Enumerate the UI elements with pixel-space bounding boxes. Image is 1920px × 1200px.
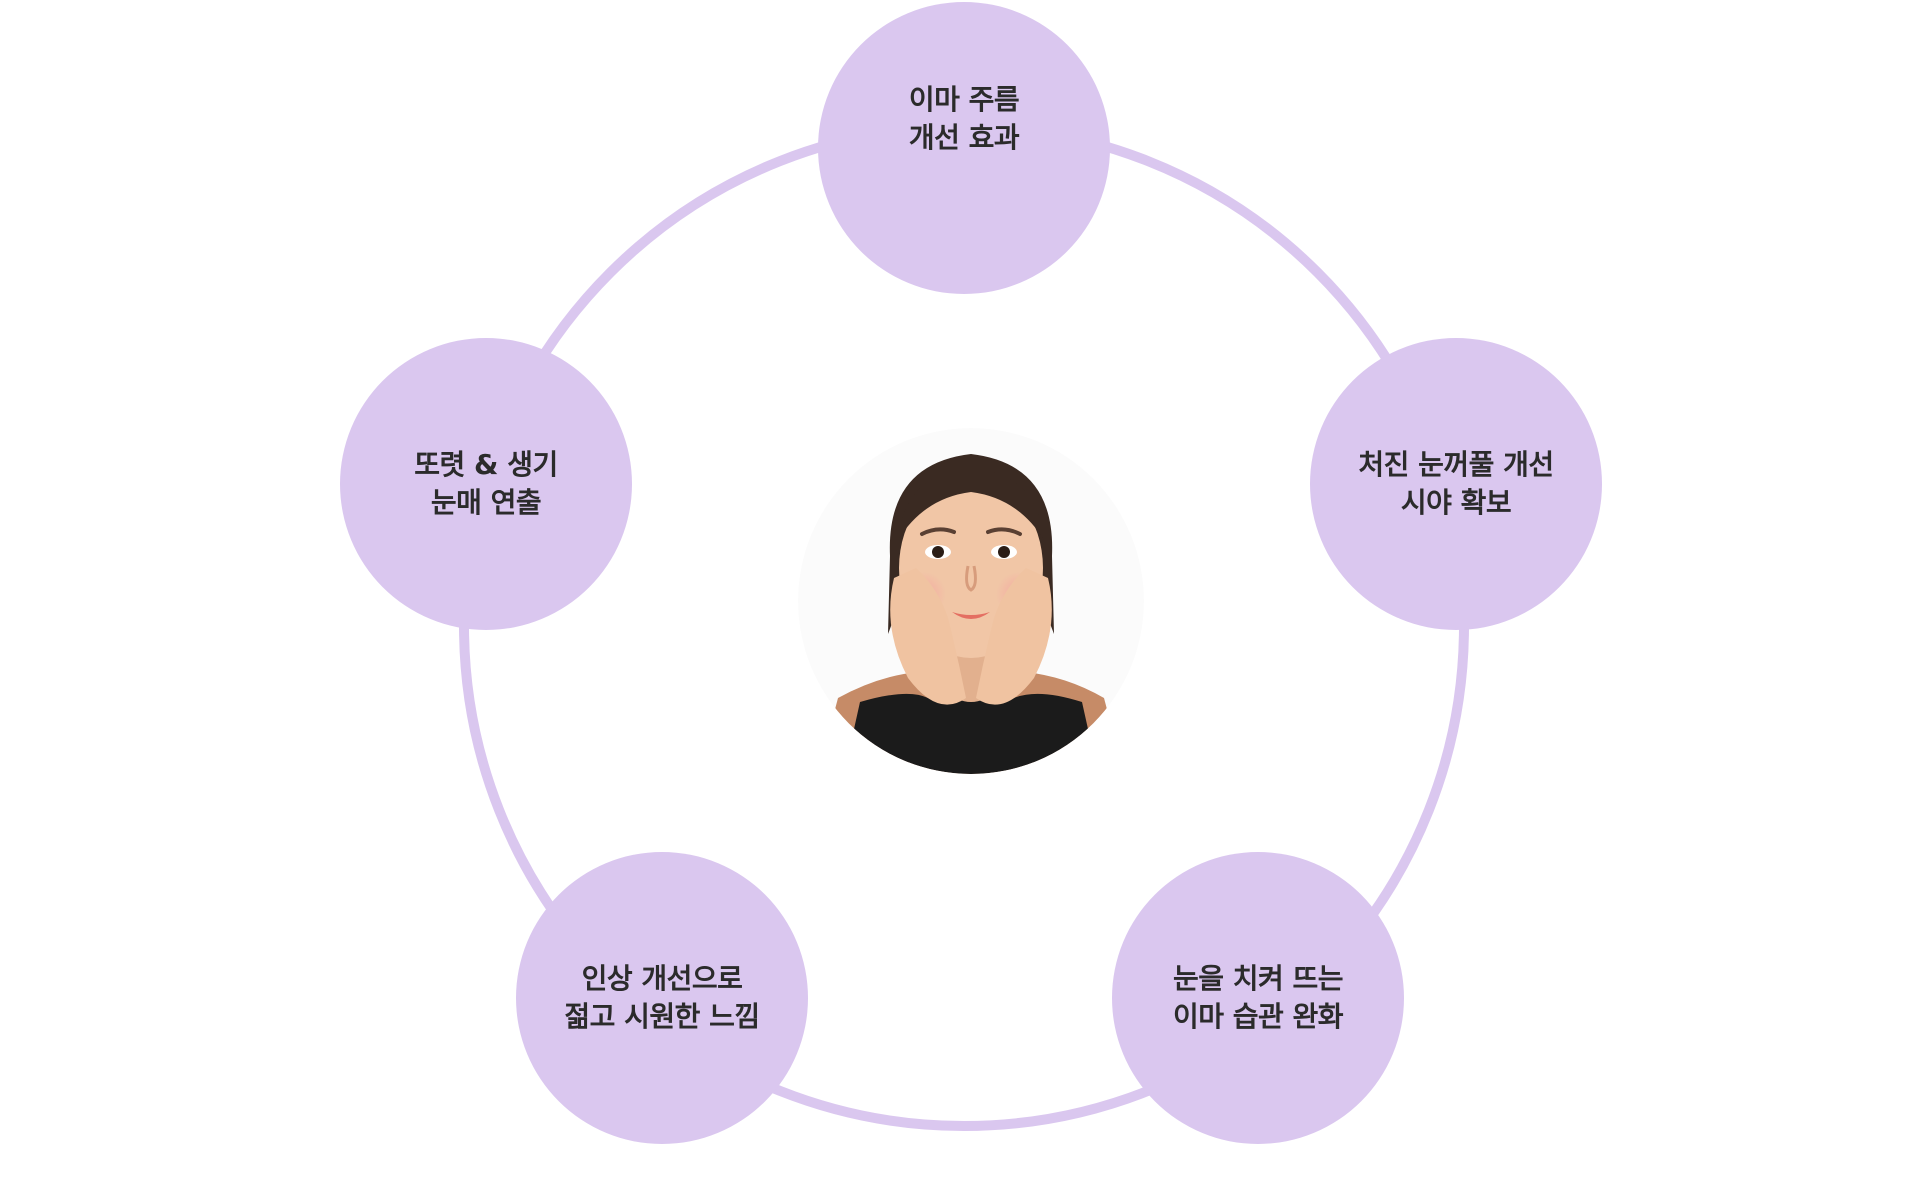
- benefit-line-2: 이마 습관 완화: [1172, 1000, 1344, 1033]
- benefit-label: 처진 눈꺼풀 개선 시야 확보: [1358, 446, 1554, 522]
- benefit-node-vivid-eyes: 또렷 & 생기 눈매 연출: [340, 338, 632, 630]
- benefit-label: 눈을 치켜 뜨는 이마 습관 완화: [1172, 960, 1344, 1036]
- benefit-line-1: 이마 주름: [908, 83, 1020, 116]
- benefit-line-2: 개선 효과: [908, 121, 1020, 154]
- benefit-node-eyelid-vision: 처진 눈꺼풀 개선 시야 확보: [1310, 338, 1602, 630]
- benefit-node-forehead-wrinkles: 이마 주름 개선 효과: [818, 2, 1110, 294]
- benefit-line-1: 또렷 & 생기: [414, 448, 558, 481]
- benefit-line-1: 인상 개선으로: [581, 962, 743, 995]
- benefit-label: 인상 개선으로 젊고 시원한 느낌: [564, 960, 760, 1036]
- benefit-line-2: 시야 확보: [1400, 486, 1512, 519]
- benefit-label: 또렷 & 생기 눈매 연출: [414, 446, 558, 522]
- benefit-label: 이마 주름 개선 효과: [908, 81, 1020, 157]
- center-portrait: [798, 428, 1144, 774]
- benefit-node-impression: 인상 개선으로 젊고 시원한 느낌: [516, 852, 808, 1144]
- benefit-line-1: 눈을 치켜 뜨는: [1172, 962, 1344, 995]
- benefit-line-2: 눈매 연출: [430, 486, 542, 519]
- benefit-line-2: 젊고 시원한 느낌: [564, 1000, 760, 1033]
- woman-portrait-icon: [798, 428, 1144, 774]
- benefit-node-forehead-habit: 눈을 치켜 뜨는 이마 습관 완화: [1112, 852, 1404, 1144]
- benefit-line-1: 처진 눈꺼풀 개선: [1358, 448, 1554, 481]
